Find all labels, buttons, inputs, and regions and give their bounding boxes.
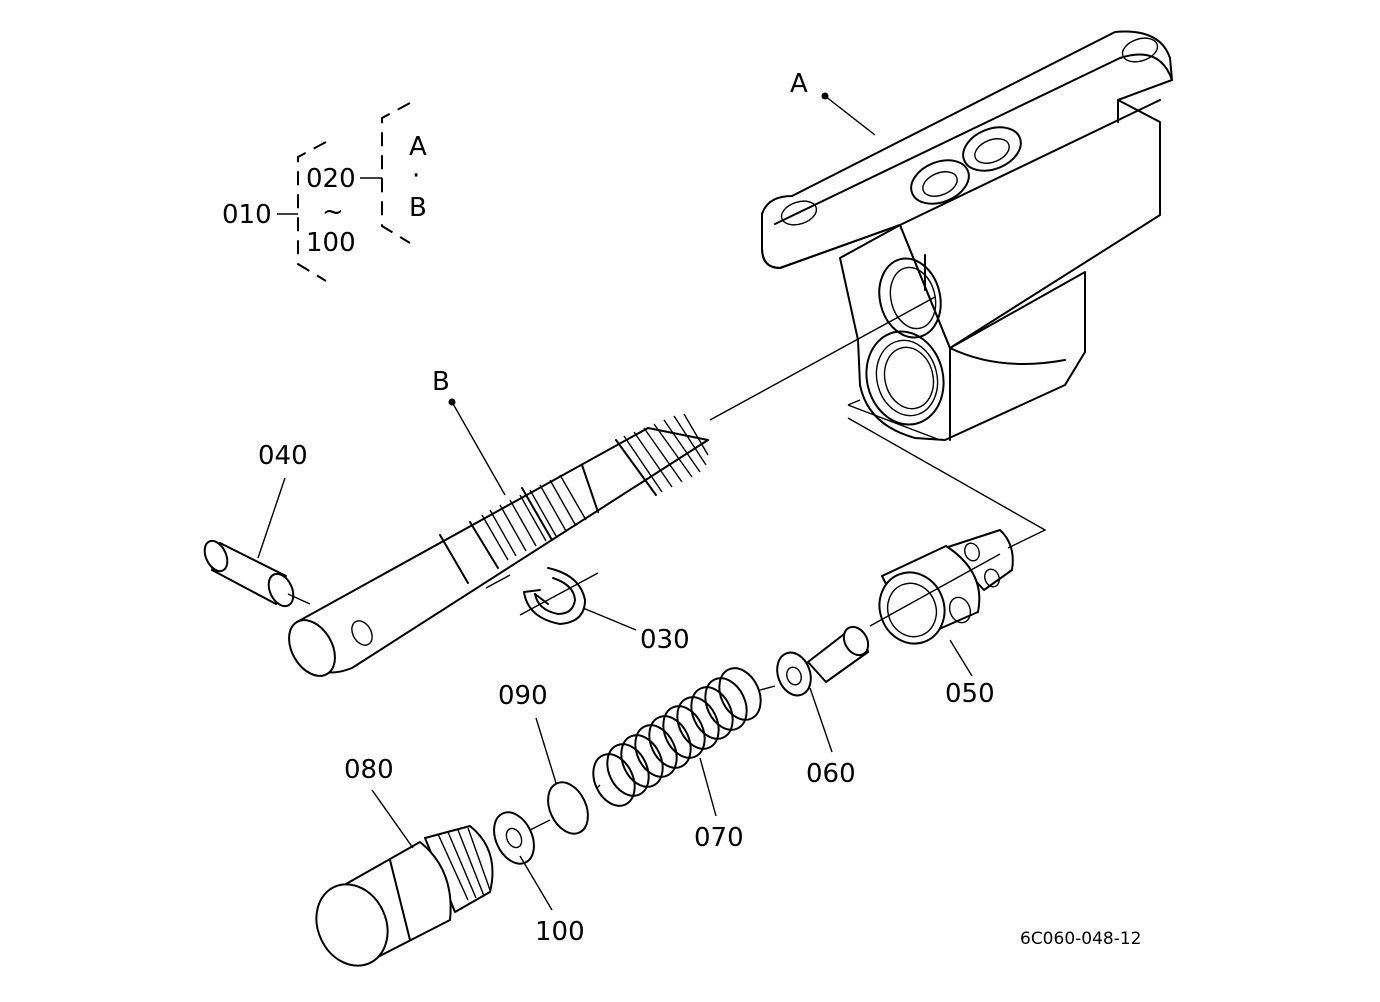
label-040: 040 (258, 441, 308, 471)
part-050-sleeve (878, 529, 1014, 645)
part-030-snap-ring (523, 567, 586, 625)
label-070: 070 (694, 823, 744, 853)
label-100-range: 100 (306, 228, 356, 258)
label-b: B (432, 367, 450, 397)
label-090: 090 (498, 681, 548, 711)
label-010: 010 (222, 200, 272, 230)
part-100-washer (493, 811, 535, 865)
label-brace-dot: · (412, 161, 420, 191)
part-040-pin (203, 539, 295, 608)
part-090-disc (547, 781, 589, 835)
label-100: 100 (535, 917, 585, 947)
part-080-plug (315, 825, 494, 967)
part-060-poppet (776, 625, 870, 697)
label-060: 060 (806, 759, 856, 789)
label-brace-a: A (409, 132, 427, 162)
label-030: 030 (640, 625, 690, 655)
label-a: A (790, 69, 808, 99)
label-brace-b: B (409, 193, 427, 223)
shaft-part-b (288, 413, 709, 677)
part-070-spring (592, 667, 762, 807)
label-050: 050 (945, 679, 995, 709)
label-tilde: ~ (322, 197, 344, 227)
valve-body-part-a (761, 30, 1173, 441)
label-020: 020 (306, 164, 356, 194)
leader-lines (257, 92, 1047, 911)
label-080: 080 (344, 755, 394, 785)
drawing-code: 6C060-048-12 (1020, 929, 1141, 949)
bracket-notation (277, 102, 411, 282)
